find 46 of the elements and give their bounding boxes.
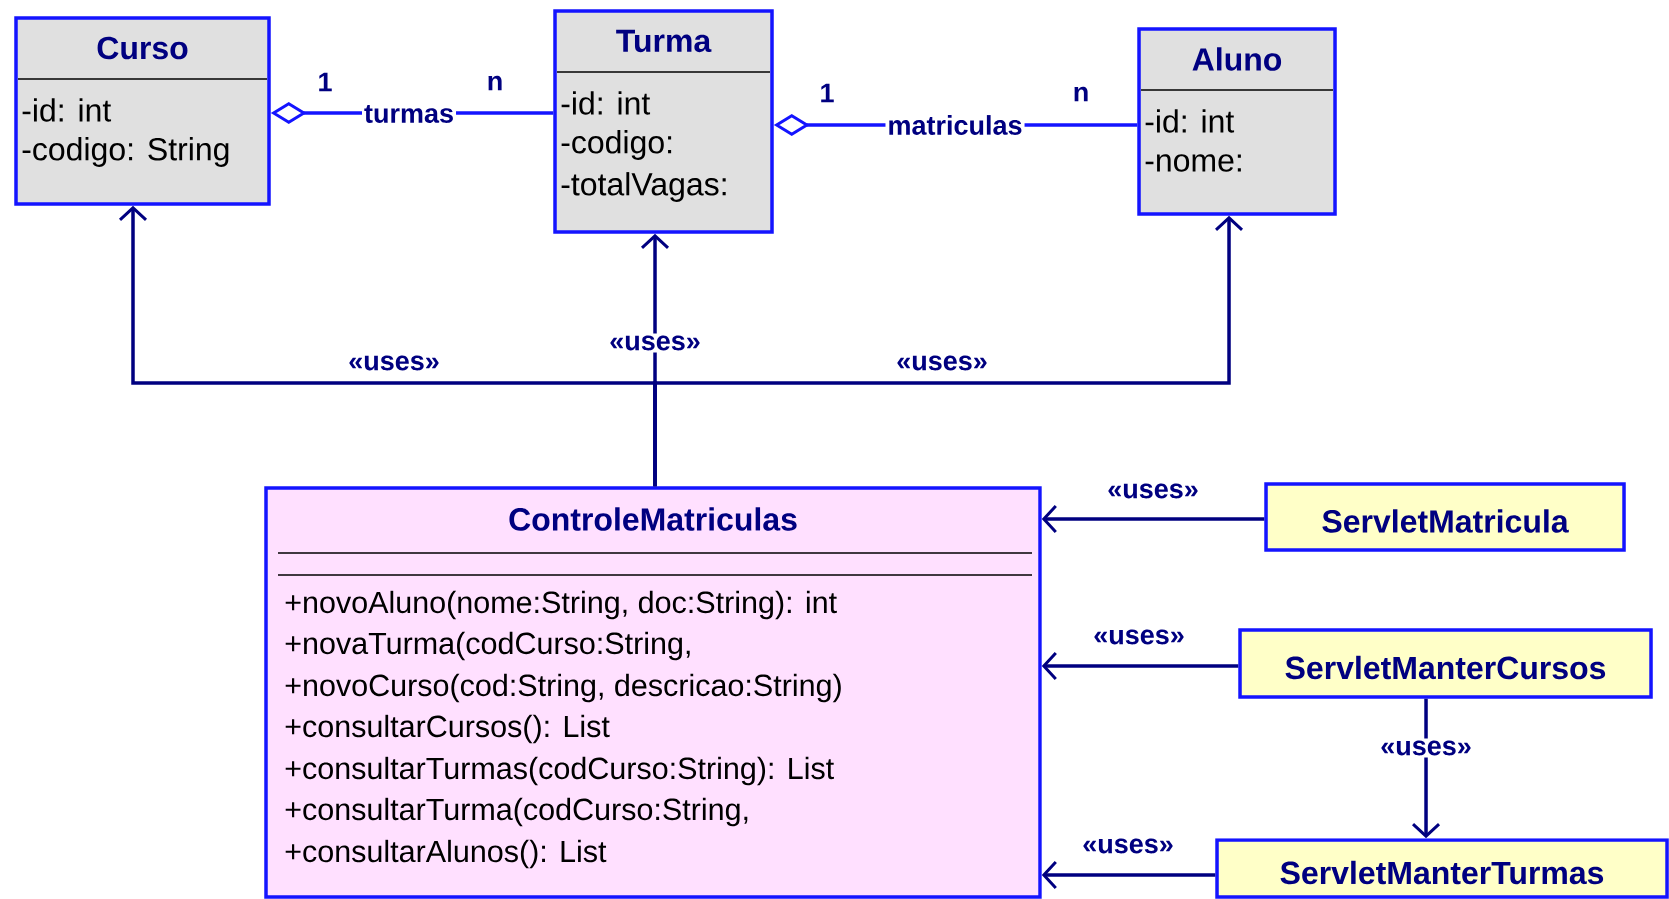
multiplicity-label: n bbox=[1074, 86, 1088, 102]
arrow bbox=[1041, 505, 1265, 534]
method-text: +novaTurma(codCurso:String, bbox=[285, 631, 690, 661]
method-text: +consultarTurmas(codCurso:String): List bbox=[285, 756, 834, 786]
multiplicity-label: n bbox=[488, 75, 502, 91]
edge-label: «uses» bbox=[346, 353, 442, 373]
attribute-text: -id: int bbox=[561, 91, 651, 115]
attribute-text: -id: int bbox=[22, 98, 112, 122]
class-name: ServletManterCursos bbox=[1285, 655, 1606, 680]
class-box bbox=[1238, 628, 1653, 699]
method-text: +consultarTurma(codCurso:String, bbox=[285, 797, 748, 827]
attribute-text: -id: int bbox=[1145, 109, 1235, 133]
class-box bbox=[264, 486, 1042, 899]
class-name: ServletMatricula bbox=[1322, 509, 1569, 533]
class-name: Aluno bbox=[1192, 47, 1282, 71]
arrow bbox=[1041, 861, 1216, 890]
method-text: +novoAluno(nome:String, doc:String): int bbox=[285, 590, 837, 620]
edge-label: «uses» bbox=[1378, 738, 1474, 758]
attribute-text: -codigo: String bbox=[22, 137, 229, 167]
method-text: +consultarCursos(): List bbox=[285, 714, 610, 744]
multiplicity-label: 1 bbox=[319, 72, 332, 92]
edge-label: turmas bbox=[362, 103, 456, 125]
edge-label: «uses» bbox=[607, 333, 703, 353]
class-box bbox=[553, 9, 774, 234]
class-name: ControleMatriculas bbox=[509, 507, 797, 531]
attribute-text: -totalVagas: bbox=[561, 172, 726, 202]
edge-label: «uses» bbox=[1105, 481, 1201, 501]
class-box bbox=[1215, 838, 1669, 899]
class-box bbox=[1137, 27, 1337, 216]
edge-label: «uses» bbox=[1080, 836, 1176, 856]
arrow bbox=[1412, 698, 1441, 839]
class-box bbox=[14, 16, 271, 206]
class-box bbox=[1264, 482, 1626, 552]
method-text: +novoCurso(cod:String, descricao:String) bbox=[285, 673, 841, 703]
class-name: ServletManterTurmas bbox=[1280, 860, 1604, 885]
multiplicity-label: 1 bbox=[821, 83, 834, 103]
edge-label: «uses» bbox=[894, 353, 990, 373]
class-name: Turma bbox=[616, 29, 712, 53]
class-name: Curso bbox=[97, 36, 188, 60]
method-text: +consultarAlunos(): List bbox=[285, 839, 607, 869]
attribute-text: -codigo: bbox=[561, 130, 672, 160]
edge-label: matriculas bbox=[885, 113, 1025, 137]
arrow bbox=[1041, 652, 1239, 681]
attribute-text: -nome: bbox=[1145, 154, 1241, 172]
arrow bbox=[653, 215, 1244, 487]
edge-label: «uses» bbox=[1091, 627, 1187, 647]
